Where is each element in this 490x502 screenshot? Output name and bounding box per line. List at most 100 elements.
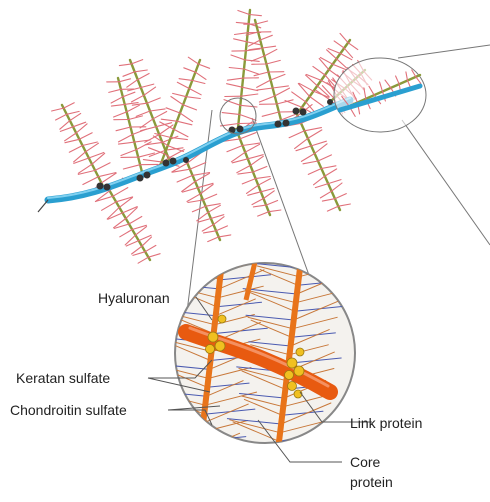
- gag-chain: [173, 93, 187, 96]
- gag-chain: [338, 204, 350, 206]
- oval-inset: [334, 58, 426, 132]
- gag-chain: [240, 105, 257, 107]
- gag-chain: [245, 144, 259, 152]
- gag-chain: [318, 155, 332, 161]
- gag-chain: [348, 43, 358, 50]
- gag-chain: [308, 130, 322, 139]
- gag-chain: [248, 192, 261, 196]
- gag-chain: [83, 177, 98, 185]
- gag-chain: [319, 59, 329, 70]
- gag-chain: [227, 84, 243, 88]
- gag-chain: [251, 56, 264, 61]
- gag-chain: [303, 161, 318, 164]
- gag-chain: [314, 176, 325, 185]
- gag-chain: [189, 89, 201, 95]
- gag-chain: [264, 191, 275, 199]
- gag-chain: [227, 146, 243, 152]
- label-chondroitin-sulfate: Chondroitin sulfate: [10, 402, 127, 418]
- gag-chain: [174, 129, 188, 136]
- gag-chain: [65, 139, 79, 142]
- gag-chain: [135, 70, 148, 72]
- gag-chain: [204, 231, 217, 233]
- gag-chain: [116, 127, 130, 131]
- gag-chain: [186, 97, 200, 99]
- inset-gag-chain: [157, 421, 203, 433]
- gag-chain: [247, 185, 259, 193]
- gag-chain: [313, 66, 325, 75]
- gag-chain: [320, 191, 331, 198]
- label-link-protein: Link protein: [350, 415, 422, 431]
- gag-chain: [166, 108, 180, 113]
- gag-chain: [74, 152, 86, 162]
- gag-chain: [119, 64, 131, 66]
- gag-chain: [148, 254, 160, 258]
- gag-chain: [111, 104, 124, 106]
- gag-chain: [125, 235, 135, 245]
- gag-chain: [114, 224, 129, 228]
- gag-chain: [111, 97, 123, 103]
- gag-chain: [69, 146, 82, 153]
- gag-chain: [259, 96, 274, 102]
- gag-chain: [183, 188, 198, 192]
- gag-chain: [140, 119, 153, 128]
- gag-chain: [257, 88, 273, 90]
- magnified-inset: [154, 246, 355, 450]
- gag-chain: [340, 33, 348, 42]
- gag-chain: [242, 87, 258, 90]
- gag-chain: [335, 194, 346, 199]
- gag-chain: [315, 184, 328, 188]
- gag-chain: [183, 105, 196, 110]
- gag-chain: [327, 206, 338, 211]
- gag-chain: [231, 55, 245, 60]
- gag-chain: [145, 245, 156, 251]
- gag-chain: [328, 180, 341, 184]
- gag-chain: [252, 199, 264, 205]
- gag-chain: [203, 194, 217, 200]
- gag-chain: [250, 15, 262, 16]
- gag-chain: [159, 125, 173, 135]
- gag-chain: [322, 199, 335, 201]
- gag-chain: [150, 109, 165, 111]
- gag-chain: [123, 165, 140, 169]
- gag-chain: [123, 72, 135, 77]
- gag-chain: [129, 116, 143, 120]
- gag-chain: [253, 205, 266, 207]
- label-keratan-sulfate: Keratan sulfate: [16, 370, 110, 386]
- gag-chain: [273, 86, 289, 88]
- gag-chain: [260, 35, 272, 40]
- gag-chain: [321, 166, 336, 169]
- gag-chain: [296, 146, 311, 151]
- gag-chain: [74, 158, 89, 163]
- gag-chain: [79, 133, 92, 140]
- gag-chain: [119, 135, 133, 142]
- gag-chain: [219, 235, 231, 237]
- label-core-protein-line2: protein: [350, 474, 393, 490]
- gag-chain: [177, 175, 192, 182]
- gag-chain: [129, 217, 142, 225]
- gag-chain: [262, 46, 275, 48]
- gag-chain: [149, 148, 165, 154]
- gag-chain: [52, 108, 64, 111]
- inset-gag-chain: [299, 266, 341, 277]
- gag-chain: [315, 144, 328, 154]
- gag-chain: [269, 210, 281, 212]
- gag-chain: [334, 41, 344, 48]
- gag-chain: [256, 177, 271, 179]
- gag-chain: [254, 72, 268, 76]
- gag-chain: [320, 58, 332, 65]
- gag-chain: [238, 172, 253, 174]
- gag-chain: [143, 160, 161, 162]
- gag-chain: [192, 80, 205, 83]
- inset-gag-chain: [160, 424, 201, 442]
- gag-chain: [95, 163, 110, 171]
- gag-chain: [141, 84, 154, 87]
- gag-chain: [236, 22, 248, 23]
- gag-chain: [199, 64, 210, 68]
- label-core-protein-line1: Core: [350, 454, 381, 470]
- inset-gag-chain: [230, 445, 278, 450]
- gag-chain: [120, 230, 132, 237]
- gag-chain: [234, 39, 247, 42]
- gag-chain: [229, 68, 244, 70]
- gag-chain: [208, 205, 220, 212]
